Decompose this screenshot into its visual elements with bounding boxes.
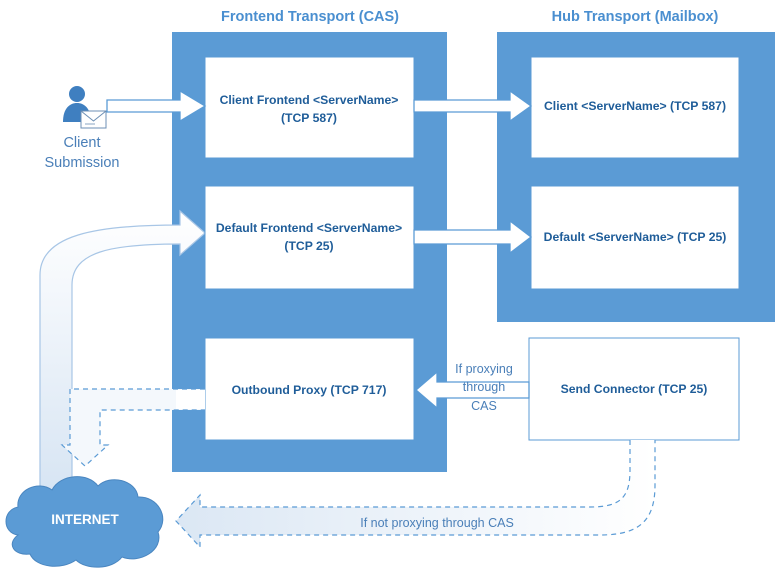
- default-mailbox-box: [530, 185, 740, 290]
- cloud-icon: [5, 476, 164, 568]
- proxy-arrow-fill: [176, 390, 205, 409]
- send-connector-box: [528, 337, 740, 441]
- client-submission-line1: Client: [63, 135, 100, 151]
- outbound-proxy-box: [204, 337, 415, 441]
- outbound-proxy-label: Outbound Proxy (TCP 717): [232, 383, 387, 397]
- client-mailbox-box: [530, 56, 740, 159]
- client-mailbox-label: Client <ServerName> (TCP 587): [544, 99, 726, 113]
- frontend-to-default-mailbox-arrow: [413, 219, 533, 255]
- connector-to-internet-arrow: [175, 440, 656, 549]
- client-frontend-label: Client Frontend <ServerName>: [220, 93, 399, 107]
- cas-column-title: Frontend Transport (CAS): [221, 9, 399, 25]
- internet-label: INTERNET: [51, 512, 119, 527]
- connector-to-proxy-arrow: [415, 370, 530, 410]
- client-to-frontend-arrow: [106, 89, 207, 123]
- default-mailbox-label: Default <ServerName> (TCP 25): [544, 230, 727, 244]
- not-proxying-note: If not proxying through CAS: [360, 516, 514, 530]
- send-connector-label: Send Connector (TCP 25): [561, 382, 708, 396]
- proxy-to-internet-arrow: [60, 388, 205, 467]
- internet-inbound-arrow: [39, 209, 206, 501]
- default-frontend-port: (TCP 25): [284, 239, 333, 253]
- user-with-envelope-icon: [63, 86, 107, 129]
- proxy-note-line1: If proxying: [455, 362, 513, 376]
- proxy-note-line3: CAS: [471, 399, 497, 413]
- default-frontend-box: [204, 185, 415, 290]
- client-submission-line2: Submission: [45, 155, 120, 171]
- client-frontend-box: [204, 56, 415, 159]
- proxy-note-line2: through: [463, 380, 505, 394]
- frontend-to-client-mailbox-arrow: [413, 89, 533, 123]
- default-frontend-label: Default Frontend <ServerName>: [216, 221, 402, 235]
- client-frontend-port: (TCP 587): [281, 111, 337, 125]
- mailbox-column-title: Hub Transport (Mailbox): [552, 9, 719, 25]
